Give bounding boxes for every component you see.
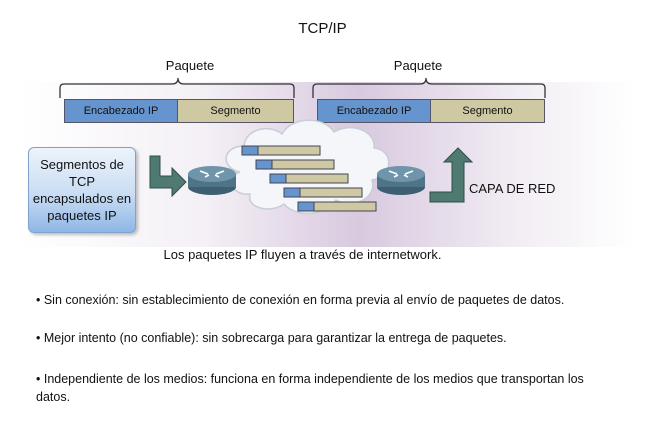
mini-packets bbox=[241, 145, 377, 212]
bullet-media-independent: • Independiente de los medios: funciona … bbox=[36, 372, 584, 404]
ip-header: Encabezado IP bbox=[318, 100, 431, 122]
bullet-best-effort: • Mejor intento (no confiable): sin sobr… bbox=[36, 331, 507, 345]
bullet-connectionless: • Sin conexión: sin establecimiento de c… bbox=[36, 293, 565, 307]
segment: Segmento bbox=[178, 100, 293, 122]
router-icon bbox=[188, 166, 236, 195]
packet-label-right: Paquete bbox=[393, 58, 443, 73]
callout-text: Segmentos de TCP encapsulados en paquete… bbox=[32, 157, 132, 223]
packet-label-left: Paquete bbox=[165, 58, 215, 73]
diagram-caption: Los paquetes IP fluyen a través de inter… bbox=[163, 247, 442, 262]
diagram-title: TCP/IP bbox=[298, 20, 347, 37]
ip-header: Encabezado IP bbox=[65, 100, 178, 122]
router-icon bbox=[377, 166, 425, 195]
packet-right: Encabezado IP Segmento bbox=[317, 99, 545, 123]
arrow-icon bbox=[149, 155, 187, 198]
segment: Segmento bbox=[431, 100, 544, 122]
packet-left: Encabezado IP Segmento bbox=[64, 99, 294, 123]
network-layer-label: CAPA DE RED bbox=[469, 181, 556, 196]
arrow-icon bbox=[429, 147, 474, 203]
encapsulation-callout: Segmentos de TCP encapsulados en paquete… bbox=[28, 147, 136, 233]
